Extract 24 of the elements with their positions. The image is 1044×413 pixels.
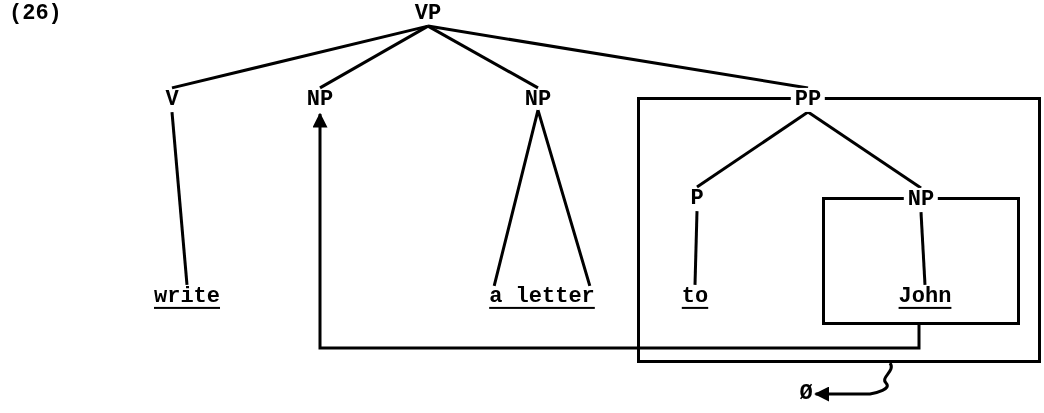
category-label: VP xyxy=(413,1,443,27)
category-label: Ø xyxy=(798,381,814,407)
category-label: P xyxy=(689,186,705,212)
terminal-word: write xyxy=(153,284,221,316)
tree-branch xyxy=(170,111,189,286)
tree-branch xyxy=(919,212,927,285)
tree-branch xyxy=(171,24,429,90)
tree-branch xyxy=(427,24,809,90)
tree-branch xyxy=(492,108,592,288)
category-label: PP xyxy=(790,87,826,113)
movement-arrow xyxy=(814,362,893,402)
terminal-word: to xyxy=(680,284,710,316)
category-label: V xyxy=(164,87,180,113)
tree-branch xyxy=(693,211,699,285)
tree-branch xyxy=(807,110,922,190)
tree-branch xyxy=(427,24,539,90)
terminal-word: a letter xyxy=(488,284,596,316)
tree-branch xyxy=(696,110,809,189)
example-number: (26) xyxy=(8,2,63,27)
category-label: NP xyxy=(305,87,335,113)
category-label: NP xyxy=(523,87,553,113)
tree-branch xyxy=(319,24,429,90)
movement-arrow xyxy=(312,112,921,350)
terminal-word: John xyxy=(897,284,953,316)
